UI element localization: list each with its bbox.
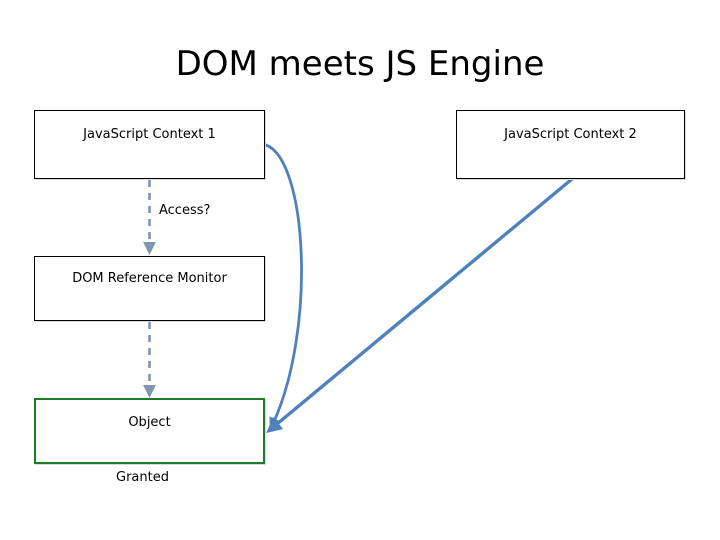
arrow-context1-to-object-curve <box>264 143 303 431</box>
page-title: DOM meets JS Engine <box>175 44 545 84</box>
node-object-label: Object <box>128 415 171 430</box>
node-dom-reference-monitor[interactable]: DOM Reference Monitor <box>34 256 265 321</box>
connector-label-granted: Granted <box>116 470 169 485</box>
node-object[interactable]: Object <box>34 398 265 464</box>
node-javascript-context-1-label: JavaScript Context 1 <box>83 126 216 142</box>
node-javascript-context-2-label: JavaScript Context 2 <box>504 126 637 142</box>
arrow-context2-to-object <box>266 177 574 433</box>
node-javascript-context-2[interactable]: JavaScript Context 2 <box>456 110 685 179</box>
connector-label-access: Access? <box>159 203 211 218</box>
node-javascript-context-1[interactable]: JavaScript Context 1 <box>34 110 265 179</box>
node-dom-reference-monitor-label: DOM Reference Monitor <box>72 270 227 286</box>
